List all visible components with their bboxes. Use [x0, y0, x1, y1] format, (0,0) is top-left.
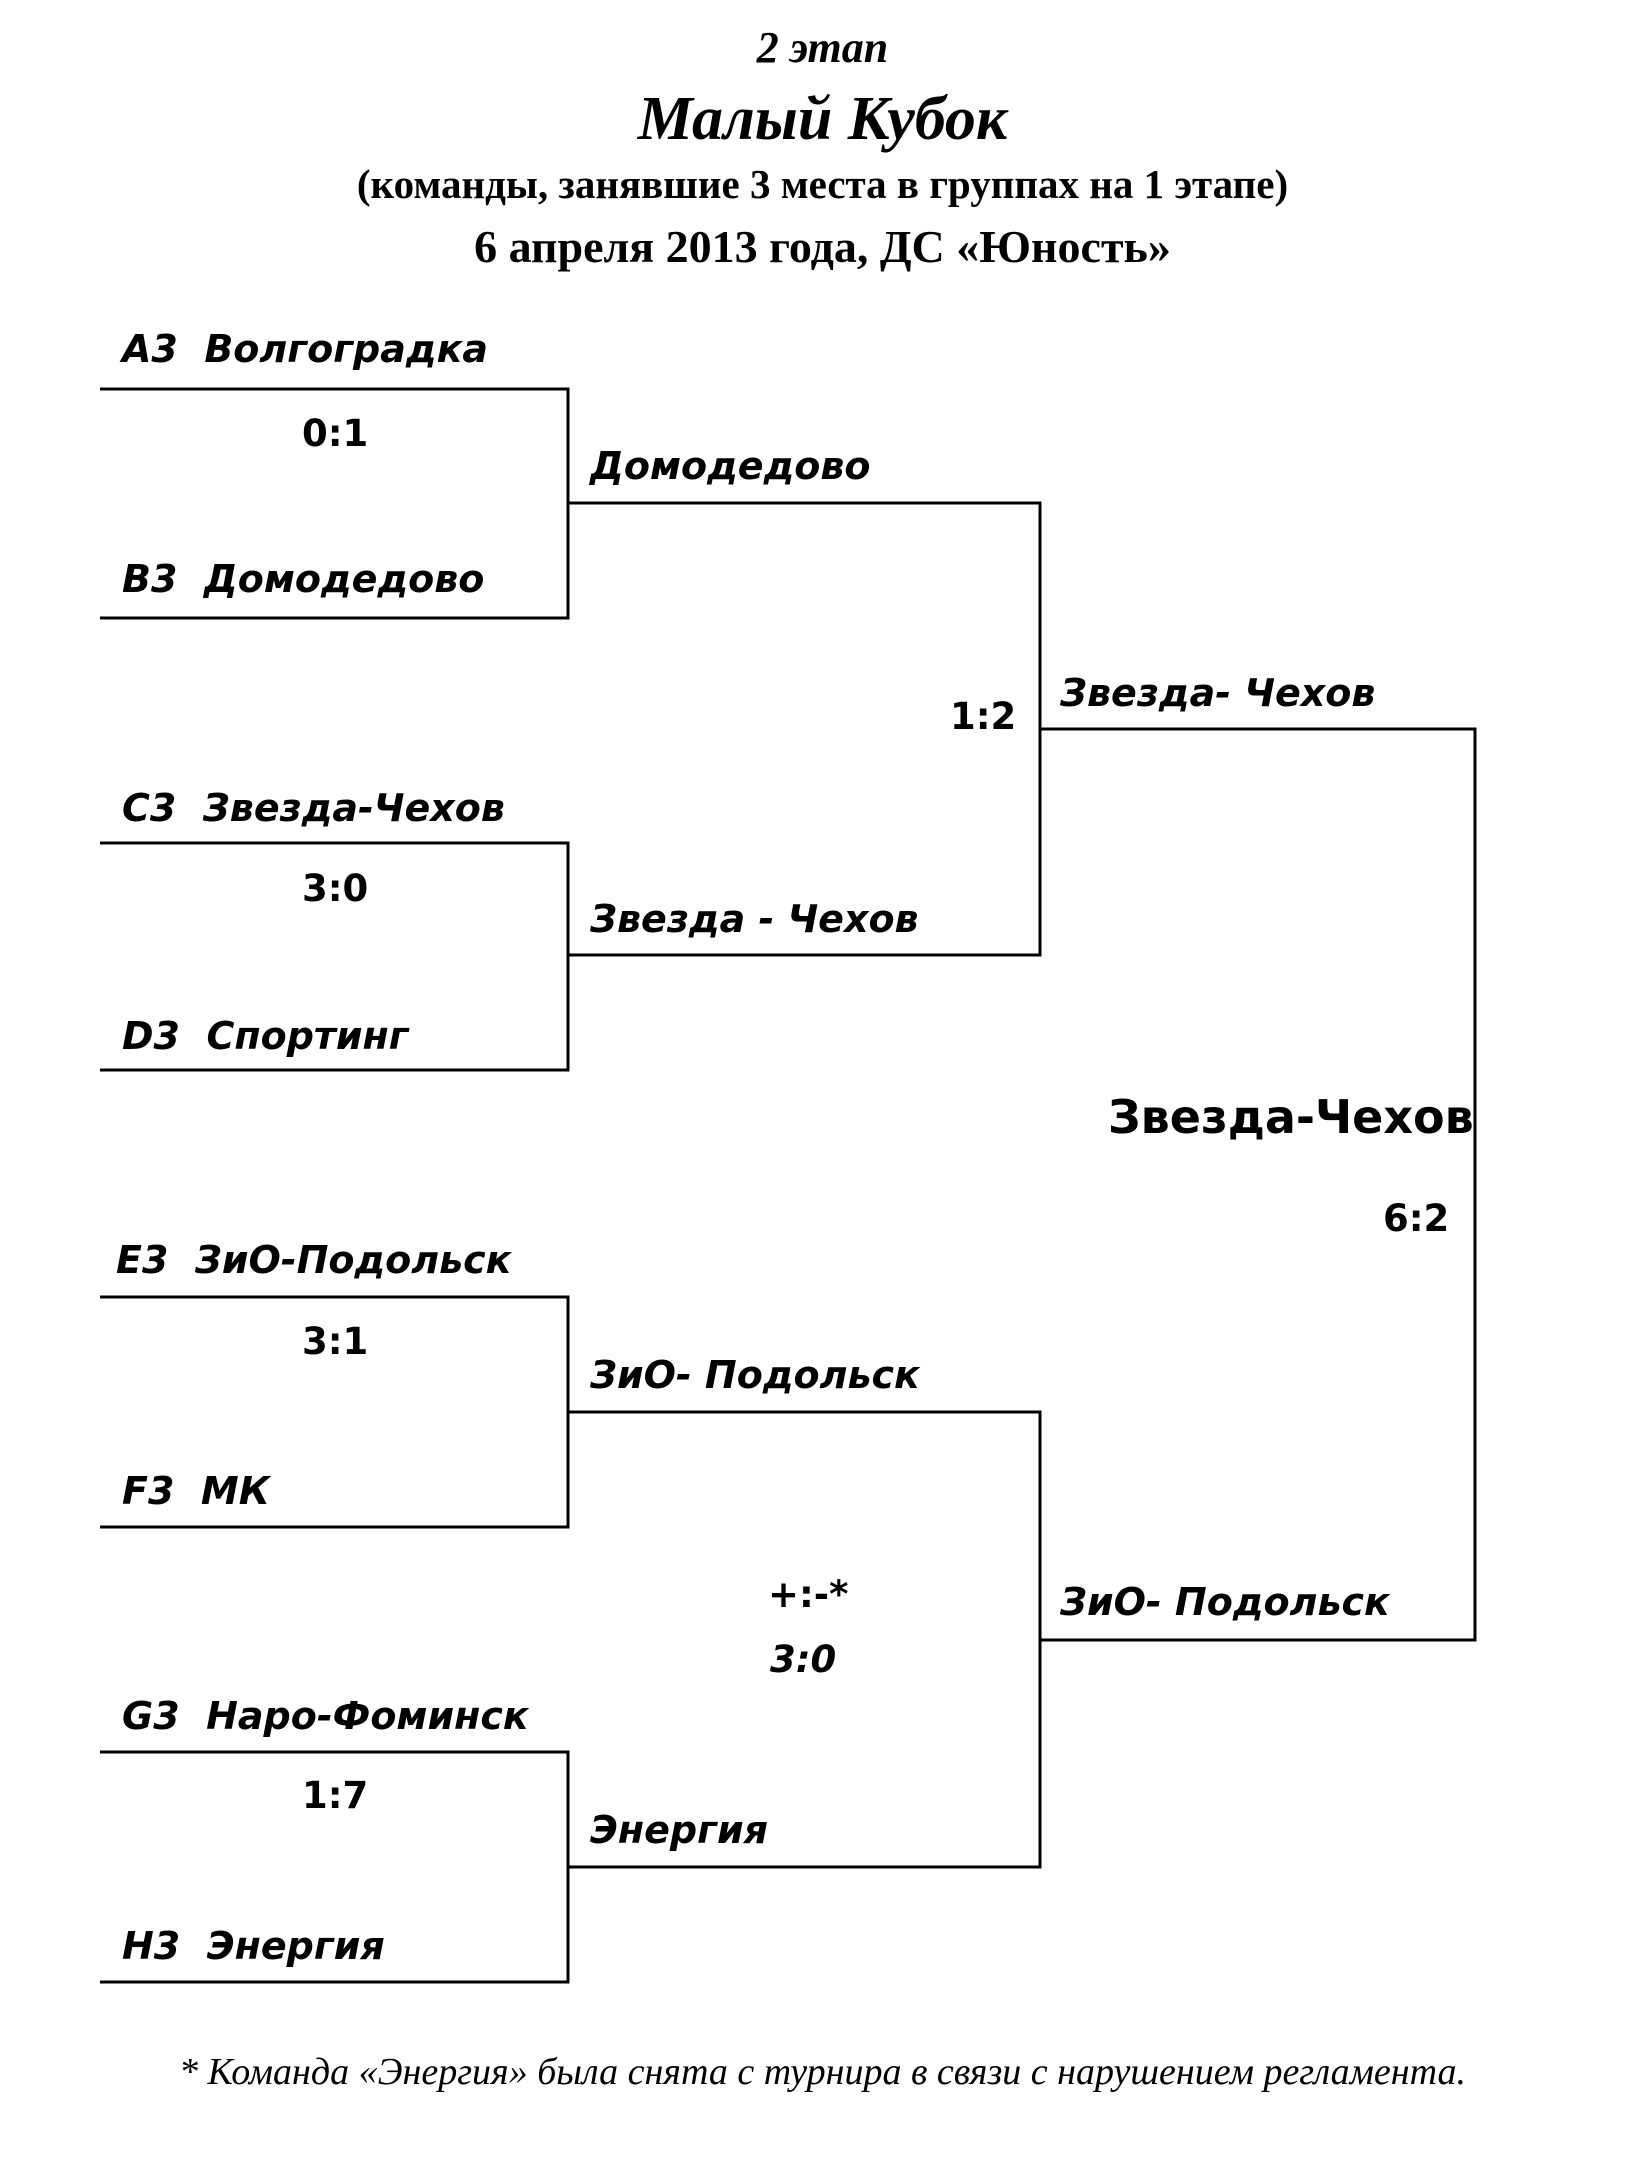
team-label: F3 МК: [122, 1469, 270, 1513]
forfeit-note: +:-*: [768, 1573, 849, 1616]
subtitle: (команды, занявшие 3 места в группах на …: [356, 161, 1289, 207]
team-label: Н3 Энергия: [122, 1924, 385, 1968]
finalist-label: Звезда- Чехов: [1060, 671, 1376, 715]
bracket-final: [1040, 727, 1477, 1642]
champion-label: Звезда-Чехов: [1108, 1090, 1474, 1144]
semifinal-score: 3:0: [770, 1638, 837, 1681]
footnote: * Команда «Энергия» была снята с турнира…: [178, 2051, 1467, 2093]
winner-label: ЗиО- Подольск: [590, 1353, 920, 1397]
team-label: С3 Звезда-Чехов: [122, 786, 505, 830]
team-label: В3 Домодедово: [122, 557, 485, 601]
winner-label: Энергия: [590, 1808, 768, 1852]
final-score: 6:2: [1383, 1197, 1450, 1240]
team-label: D3 Спортинг: [122, 1014, 409, 1058]
match-score: 3:1: [302, 1320, 369, 1363]
match-score: 1:7: [302, 1774, 369, 1817]
match-score: 3:0: [302, 867, 369, 910]
team-label: Е3 ЗиО-Подольск: [116, 1238, 512, 1282]
cup-title: Малый Кубок: [637, 85, 1008, 153]
match-score: 0:1: [302, 412, 369, 455]
stage-title: 2 этап: [756, 23, 889, 72]
winner-label: Домодедово: [590, 444, 871, 488]
finalist-label: ЗиО- Подольск: [1060, 1580, 1390, 1624]
semifinal-score: 1:2: [950, 695, 1017, 738]
team-label: А3 Волгоградка: [122, 327, 489, 371]
winner-label: Звезда - Чехов: [590, 897, 919, 941]
date-venue: 6 апреля 2013 года, ДС «Юность»: [474, 221, 1171, 272]
team-label: G3 Наро-Фоминск: [122, 1694, 529, 1738]
